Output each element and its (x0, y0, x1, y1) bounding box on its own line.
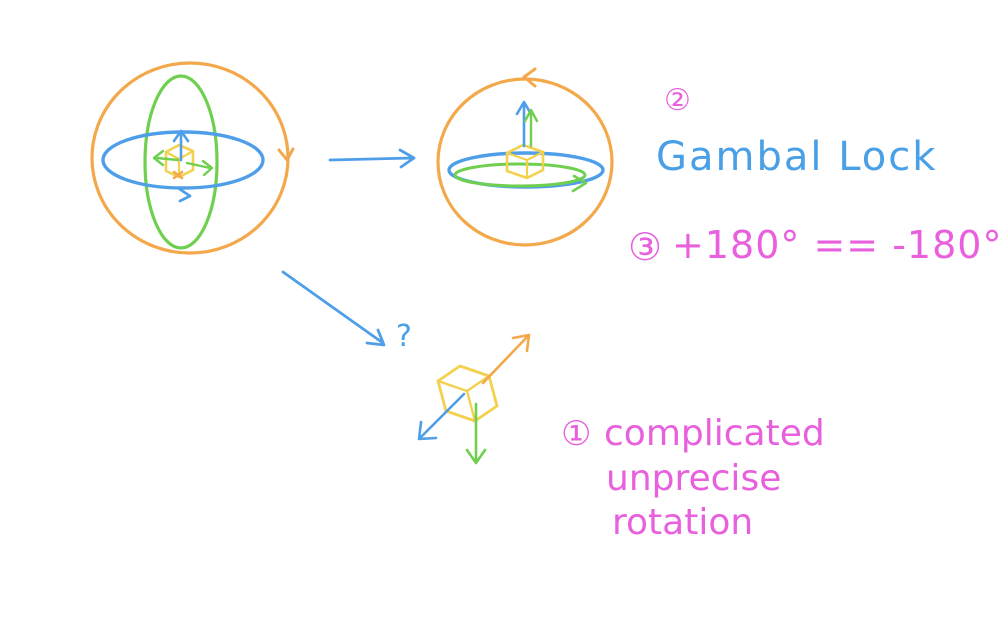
gimbal-lock-label: ② Gambal Lock (656, 83, 937, 180)
issues-line-2: unprecise (606, 458, 781, 499)
gimbal-locked (436, 67, 614, 247)
axis-right-green-1 (185, 159, 214, 177)
axis-blue-diagonal (417, 392, 466, 441)
gimbal-lock-number: ② (664, 83, 691, 118)
angle-wrap-number: ③ (628, 225, 662, 269)
axis-orange-diagonal (481, 333, 531, 385)
orange-ring (90, 61, 290, 255)
axis-green-down (465, 402, 487, 465)
angle-wrap-text: +180° == -180° (672, 223, 999, 267)
free-rotation-cube (417, 333, 531, 465)
center-box-1 (164, 143, 195, 179)
gimbal-lock-text: Gambal Lock (656, 134, 937, 180)
center-box-2 (505, 143, 545, 180)
arrow-to-gimbal-lock (328, 148, 416, 169)
issues-line-1: complicated (604, 413, 825, 454)
axis-up-green-2 (523, 108, 539, 148)
green-ring-2 (453, 162, 587, 188)
green-ring (143, 74, 219, 250)
angle-wrap-label: ③ +180° == -180° (628, 223, 999, 269)
question-mark: ? (396, 319, 412, 354)
green-ring-2-arrowhead (571, 174, 588, 193)
axis-up-blue-2 (515, 100, 533, 148)
orange-ring-arrowhead (277, 147, 295, 162)
issues-label: ① complicated unprecise rotation (561, 413, 825, 543)
arrow-to-free-rotation (281, 270, 386, 347)
blue-ring (101, 130, 265, 190)
issues-number: ① (561, 414, 591, 454)
gimbal-three-rings (90, 61, 295, 255)
axis-left-green-1 (152, 149, 180, 167)
blue-ring-arrowhead (176, 186, 192, 203)
axis-dot-orange-1 (172, 170, 184, 180)
orange-ring-2-arrowhead (522, 67, 537, 88)
axis-up-blue-1 (172, 129, 190, 162)
issues-line-3: rotation (612, 502, 753, 543)
